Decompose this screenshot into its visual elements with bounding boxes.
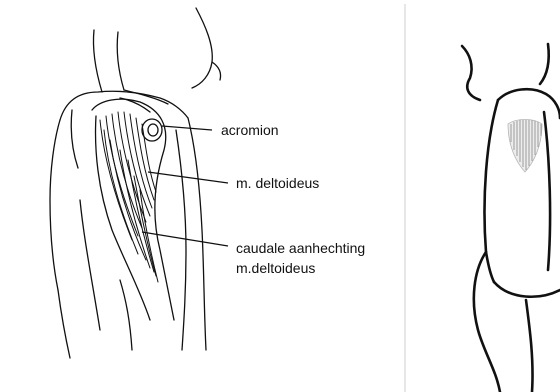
triceps-line	[80, 200, 100, 330]
leader-acromion	[162, 126, 212, 130]
neck-front-line	[93, 30, 102, 92]
silhouette-arm-front	[544, 112, 550, 270]
jaw-outline	[212, 62, 221, 80]
left-shoulder-drawing	[50, 8, 221, 358]
scapula-outline	[50, 120, 60, 290]
silhouette-back	[462, 46, 480, 100]
acromion-bone	[142, 119, 162, 141]
silhouette-arm-back	[485, 100, 499, 282]
neck-back-line	[117, 32, 124, 90]
label-acromion: acromion	[221, 121, 279, 139]
biceps-line	[176, 130, 186, 350]
silhouette-torso	[474, 252, 500, 392]
injection-site-mark	[508, 120, 542, 173]
arm-front-outline	[188, 118, 206, 350]
arm-back-outline	[58, 290, 70, 358]
right-silhouette-drawing	[462, 44, 560, 392]
silhouette-neck	[540, 44, 549, 84]
arm-mid-line	[120, 280, 132, 350]
silhouette-hip	[526, 300, 533, 392]
injection-site-shield	[508, 120, 542, 173]
label-deltoideus: m. deltoideus	[236, 174, 319, 192]
label-caudale-line-2: m.deltoideus	[236, 259, 315, 277]
label-caudale-line-1: caudale aanhechting	[236, 239, 365, 257]
silhouette-shoulder	[498, 89, 560, 118]
acromion-bone-inner	[148, 124, 158, 136]
leader-caudale	[142, 232, 228, 246]
scapula-edge	[71, 110, 78, 168]
neck-outline	[192, 8, 212, 88]
leader-deltoideus	[148, 172, 228, 183]
silhouette-elbow	[494, 282, 560, 297]
deltoid-fibres	[100, 112, 158, 282]
trapezius-line	[124, 90, 168, 104]
